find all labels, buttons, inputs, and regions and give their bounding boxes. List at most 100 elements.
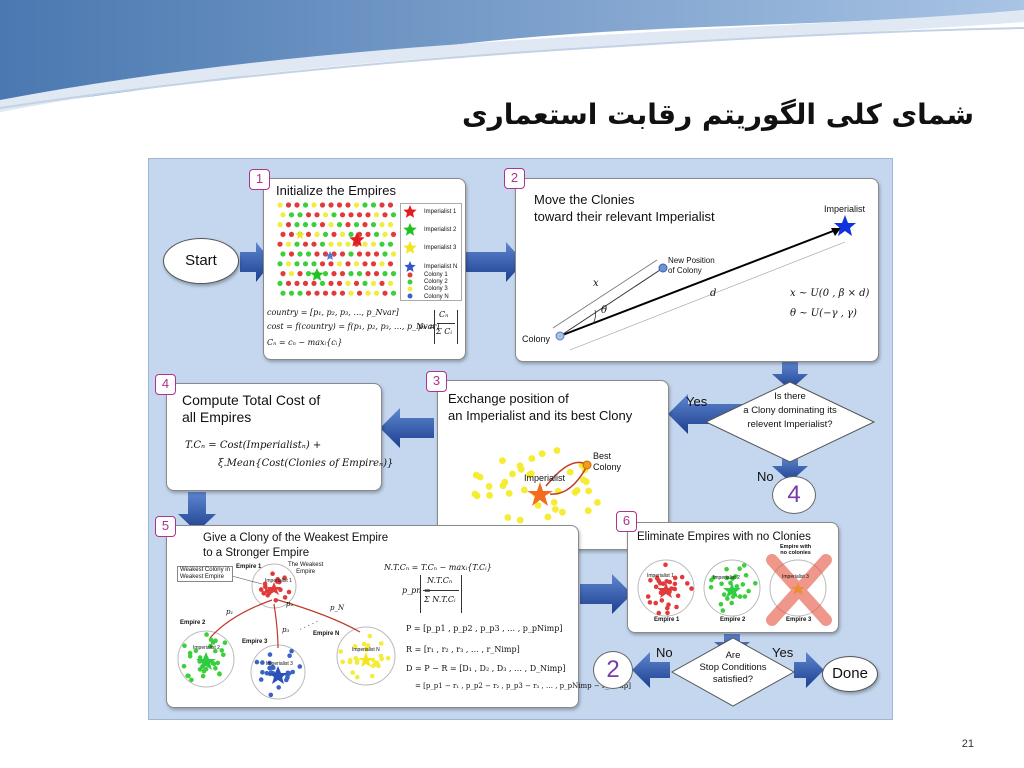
colony-dot: [305, 231, 312, 237]
colony-dot: [305, 271, 312, 277]
colony-dot: [348, 212, 354, 218]
legend-colony-dot: [407, 272, 413, 278]
step1-formula-cost: cost = f(country) = f(p₁, p₂, p₃, …, p_N…: [267, 322, 440, 331]
decision2-question: Are Stop Conditions satisfied?: [699, 650, 767, 685]
colony-dot: [746, 588, 751, 594]
colony-dot: [387, 241, 394, 247]
colony-dot: [210, 640, 216, 645]
step6-heading: Eliminate Empires with no Clonies: [637, 531, 811, 543]
colony-dot: [361, 641, 367, 647]
colony-dot: [737, 566, 742, 571]
step2-x-label: x: [593, 278, 599, 289]
colony-dot: [720, 608, 726, 613]
colony-dot: [667, 579, 673, 585]
d-dimension-line: [569, 241, 846, 351]
colony-dot: [258, 677, 264, 682]
transfer-arrow: [209, 599, 273, 639]
decision1-no-label: No: [757, 469, 774, 484]
colony-dot: [373, 290, 380, 296]
colony-dot: [277, 280, 283, 286]
new-position-point: [658, 263, 668, 273]
step4-badge: 4: [155, 374, 176, 395]
colony-dot: [222, 640, 228, 645]
step5-p1-label: p₁: [226, 608, 234, 616]
colony-dot: [362, 261, 368, 267]
colony-dot: [294, 280, 300, 286]
colony-dot: [385, 656, 391, 661]
step5-empire3-label: Empire 3: [242, 639, 268, 645]
colony-dot: [322, 212, 329, 218]
imperialist-star-icon: [267, 582, 281, 595]
colony-dot: [181, 663, 187, 669]
colony-dot: [302, 241, 309, 247]
legend-colony-dot: [407, 279, 413, 285]
arrow-step5-to-step6: [580, 574, 632, 614]
colony-dot: [338, 649, 343, 654]
colony-dot: [254, 659, 260, 665]
colony-dot: [725, 596, 730, 601]
colony-dot: [741, 563, 747, 568]
colony-dot: [322, 231, 329, 237]
arrow-step3-to-step4: [380, 408, 434, 448]
arrow-decision2-no: [632, 652, 670, 688]
colony-dot: [353, 222, 360, 228]
colony-dot: [362, 280, 368, 286]
colony-dot: [674, 604, 679, 610]
step2-badge: 2: [504, 168, 525, 189]
step1-country-field: [277, 202, 397, 296]
colony-dot: [390, 212, 397, 218]
step5-weakest-colony-label: Weakest Colony in Weakest Empire: [180, 567, 230, 580]
colony-dot: [267, 652, 273, 657]
x-dimension-line: [552, 259, 658, 329]
colony-dot: [648, 578, 653, 583]
colony-dot: [356, 251, 363, 257]
imperialist-star-icon: [404, 261, 416, 272]
colony-dot: [472, 471, 480, 479]
colony-dot: [319, 222, 326, 228]
colony-dot: [311, 261, 317, 267]
colony-dot: [362, 241, 368, 247]
step3-heading: Exchange position of an Imperialist and …: [448, 391, 633, 423]
colony-dot: [367, 633, 373, 639]
colony-dot: [290, 669, 295, 675]
colony-dot: [724, 575, 730, 581]
colony-dot: [200, 673, 206, 679]
step1-formula-pn-den: Σ Cᵢ: [436, 327, 452, 336]
colony-dot: [499, 482, 507, 490]
colony-dot: [186, 673, 191, 679]
step6-imperialist3-label: Imperialist 3: [782, 574, 809, 580]
colony-dot: [573, 487, 581, 494]
colony-dot: [305, 212, 312, 218]
colony-dot: [277, 222, 283, 228]
eliminated-cross-icon: [766, 554, 832, 626]
colony-dot: [370, 202, 377, 208]
step5-formula-ppn-num: N.T.Cₙ: [427, 576, 453, 585]
step5-empire1-label: Empire 1: [236, 564, 262, 570]
colony-dot: [663, 562, 668, 568]
colony-dot: [382, 212, 388, 218]
colony-dot: [645, 594, 651, 599]
step2-formula-theta: θ ~ U(−γ , γ): [790, 308, 857, 319]
step1-badge: 1: [249, 169, 270, 190]
colony-dot: [379, 261, 385, 267]
colony-dot: [345, 261, 351, 267]
colony-dot: [282, 595, 288, 600]
colony-dot: [370, 241, 377, 247]
imperialist-star-icon: [403, 223, 417, 236]
colony-dot: [322, 271, 329, 277]
step6-imperialist2-label: Imperialist 2: [713, 575, 740, 581]
colony-dot: [356, 290, 363, 296]
colony-dot: [288, 271, 295, 277]
colony-dot: [379, 202, 385, 208]
step1-heading: Initialize the Empires: [276, 183, 396, 198]
colony-dot: [213, 666, 218, 671]
colony-dot: [182, 643, 187, 648]
colony-dot: [286, 589, 292, 595]
colony-dot: [302, 202, 309, 208]
colony-dot: [657, 580, 663, 586]
legend-item: Imperialist 3: [424, 245, 457, 251]
colony-dot: [345, 222, 351, 228]
colony-dot: [656, 610, 662, 616]
decision2-diamond: [670, 637, 796, 707]
step5-p3-label: p₃: [282, 626, 290, 634]
